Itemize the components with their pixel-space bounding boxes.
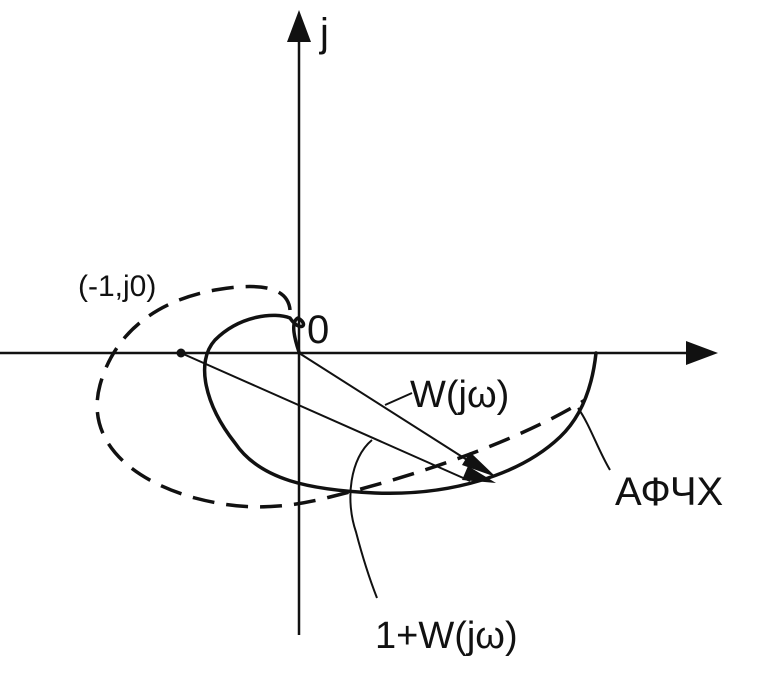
imaginary-axis-arrowhead [287, 10, 311, 42]
curve-name-label: АФЧХ [615, 470, 723, 514]
imaginary-axis-label: j [319, 11, 329, 55]
w-vector [298, 352, 487, 473]
w-label-leader [384, 392, 413, 406]
sum-vector-label: 1+W(jω) [375, 615, 518, 657]
real-axis-arrowhead [686, 341, 718, 365]
sum-vector [180, 352, 471, 482]
sum-vector-arrowhead [462, 466, 496, 483]
origin-label: 0 [307, 308, 329, 352]
w-vector-label: W(jω) [410, 374, 509, 416]
curve-label-leader [577, 407, 611, 471]
shifted-frequency-curve [95, 284, 586, 509]
w-vector-arrowhead [462, 452, 496, 477]
sum-label-leader [349, 439, 378, 599]
critical-point-label: (-1,j0) [78, 270, 156, 303]
frequency-response-curve [202, 313, 598, 496]
